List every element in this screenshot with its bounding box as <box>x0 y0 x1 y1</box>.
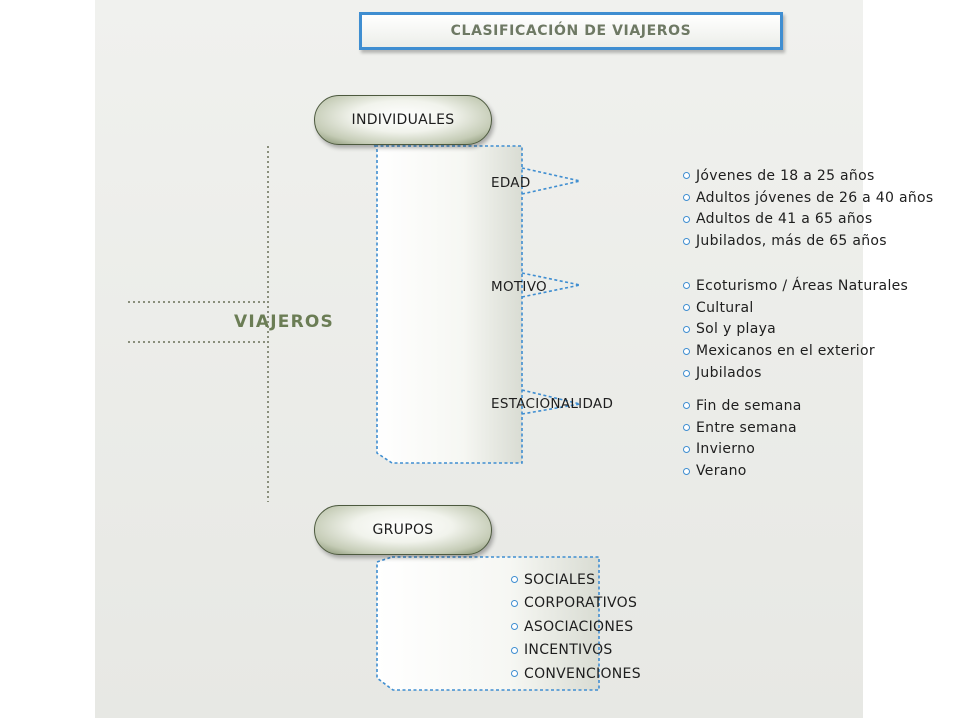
list-item: Jubilados, más de 65 años <box>683 230 933 252</box>
estacionalidad-list: Fin de semana Entre semana Invierno Vera… <box>683 395 802 482</box>
diagram-canvas: CLASIFICACIÓN DE VIAJEROS VIAJEROS INDIV… <box>95 0 933 718</box>
list-item: Sol y playa <box>683 319 908 341</box>
title-box: CLASIFICACIÓN DE VIAJEROS <box>359 12 783 50</box>
category-motivo: MOTIVO <box>491 279 547 295</box>
bullet-icon <box>683 402 690 410</box>
root-connector <box>128 146 269 502</box>
grupos-node: GRUPOS <box>314 505 492 555</box>
bullet-icon <box>511 599 518 607</box>
list-item: ASOCIACIONES <box>511 615 641 639</box>
individuales-panel <box>373 145 523 464</box>
bullet-icon <box>511 623 518 631</box>
grupos-panel <box>376 556 600 691</box>
list-item: Fin de semana <box>683 395 802 417</box>
category-edad: EDAD <box>491 175 531 191</box>
bullet-icon <box>683 424 690 432</box>
bullet-icon <box>683 282 690 290</box>
bullet-icon <box>683 325 690 333</box>
bullet-icon <box>511 646 518 654</box>
list-item: Invierno <box>683 439 802 461</box>
list-item: Entre semana <box>683 417 802 439</box>
list-item: SOCIALES <box>511 568 641 592</box>
bullet-icon <box>511 670 518 678</box>
edad-list: Jóvenes de 18 a 25 años Adultos jóvenes … <box>683 165 933 252</box>
bullet-icon <box>683 215 690 223</box>
list-item: INCENTIVOS <box>511 639 641 663</box>
list-item: Jóvenes de 18 a 25 años <box>683 165 933 187</box>
list-item: Cultural <box>683 297 908 319</box>
list-item: Verano <box>683 460 802 482</box>
bullet-icon <box>511 576 518 584</box>
bullet-icon <box>683 304 690 312</box>
list-item: Adultos jóvenes de 26 a 40 años <box>683 187 933 209</box>
bullet-icon <box>683 237 690 245</box>
motivo-list: Ecoturismo / Áreas Naturales Cultural So… <box>683 275 908 384</box>
list-item: Jubilados <box>683 362 908 384</box>
list-item: Mexicanos en el exterior <box>683 340 908 362</box>
category-estacionalidad: ESTACIONALIDAD <box>491 396 614 412</box>
list-item: CORPORATIVOS <box>511 592 641 616</box>
bullet-icon <box>683 445 690 453</box>
branch-connectors <box>521 167 581 415</box>
bullet-icon <box>683 467 690 475</box>
grupos-list: SOCIALES CORPORATIVOS ASOCIACIONES INCEN… <box>511 568 641 686</box>
individuales-node: INDIVIDUALES <box>314 95 492 145</box>
root-label: VIAJEROS <box>234 312 334 332</box>
bullet-icon <box>683 369 690 377</box>
bullet-icon <box>683 194 690 202</box>
list-item: CONVENCIONES <box>511 662 641 686</box>
list-item: Ecoturismo / Áreas Naturales <box>683 275 908 297</box>
diagram-title: CLASIFICACIÓN DE VIAJEROS <box>450 23 692 39</box>
list-item: Adultos de 41 a 65 años <box>683 209 933 231</box>
bullet-icon <box>683 172 690 180</box>
connector-layer <box>128 145 600 691</box>
bullet-icon <box>683 347 690 355</box>
